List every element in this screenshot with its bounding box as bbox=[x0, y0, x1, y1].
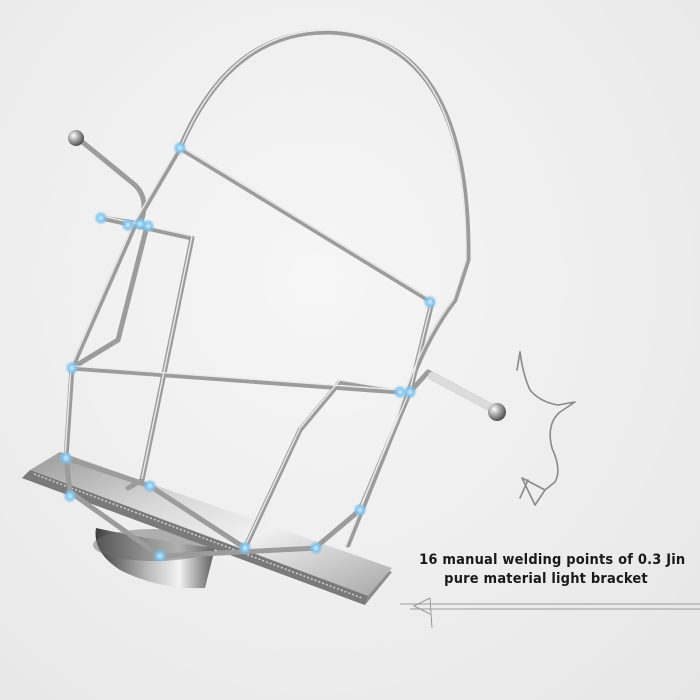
weld-point bbox=[59, 451, 73, 465]
guide-lines bbox=[400, 597, 700, 629]
left-knob bbox=[68, 130, 84, 146]
weld-point bbox=[63, 489, 77, 503]
weld-points bbox=[59, 141, 437, 563]
weld-point bbox=[153, 549, 167, 563]
weld-point bbox=[393, 385, 407, 399]
right-knob bbox=[488, 403, 506, 421]
weld-point bbox=[94, 211, 108, 225]
caption-line-1: 16 manual welding points of 0.3 Jin bbox=[419, 552, 686, 568]
weld-point bbox=[121, 218, 135, 232]
weld-point bbox=[173, 141, 187, 155]
product-caption: 16 manual welding points of 0.3 Jin pure… bbox=[419, 551, 686, 589]
sketch-arrow-icon bbox=[516, 351, 576, 506]
weld-point bbox=[403, 385, 417, 399]
weld-point bbox=[65, 361, 79, 375]
caption-line-2: pure material light bracket bbox=[444, 571, 648, 587]
weld-point bbox=[133, 217, 147, 231]
weld-point bbox=[353, 503, 367, 517]
weld-point bbox=[143, 479, 157, 493]
weld-point bbox=[309, 541, 323, 555]
weld-point bbox=[423, 295, 437, 309]
weld-point bbox=[238, 541, 252, 555]
wire-frame bbox=[63, 29, 499, 559]
